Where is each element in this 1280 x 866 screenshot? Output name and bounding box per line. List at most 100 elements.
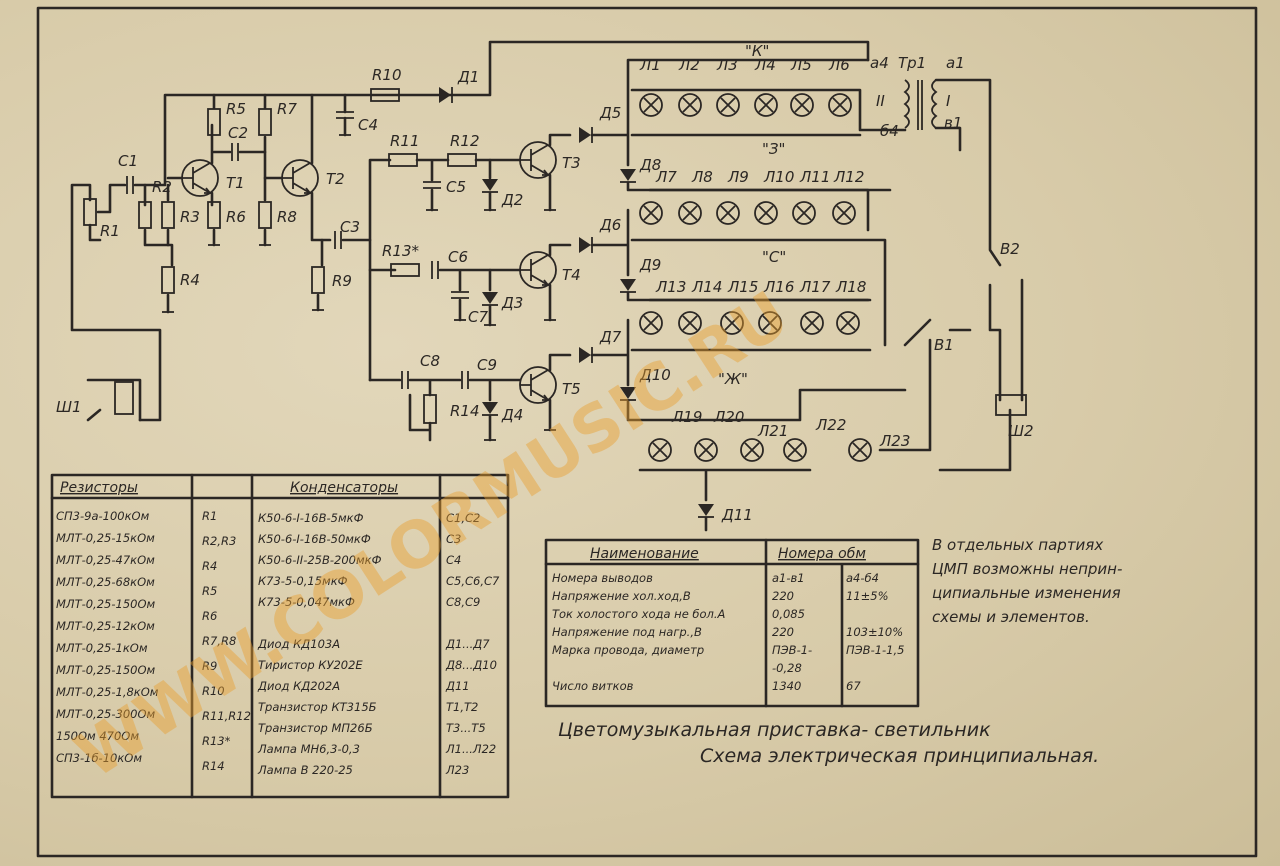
- transformer-table-cell: Марка провода, диаметр: [552, 643, 704, 657]
- label-r13: R13*: [382, 242, 420, 260]
- parts-table-cell: МЛТ-0,25-150Ом: [56, 597, 156, 611]
- label-c1: C1: [118, 152, 138, 170]
- parts-table-cell: R10: [202, 684, 225, 698]
- label-l9: Л9: [727, 168, 749, 186]
- label-l8: Л8: [691, 168, 713, 186]
- label-c9: C9: [477, 356, 497, 374]
- label-l3: Л3: [716, 56, 738, 74]
- transformer-table-cell: ПЭВ-1-1,5: [846, 643, 904, 657]
- transformer-table-cell: 11±5%: [846, 589, 889, 603]
- label-d4: Д4: [501, 406, 523, 424]
- parts-table-col1: СП3-9а-100кОмМЛТ-0,25-15кОмМЛТ-0,25-47кО…: [56, 509, 159, 765]
- label-r7: R7: [277, 100, 297, 118]
- component-labels: R1 R2 R3 R4 R5 R6 R7 R8 R9 R10 R11 R12 R…: [56, 42, 1034, 524]
- label-sh1: Ш1: [56, 398, 82, 416]
- transformer-table-cell: 103±10%: [846, 625, 903, 639]
- parts-table-cell: Д8...Д10: [445, 658, 497, 672]
- label-t2: T2: [326, 170, 345, 188]
- parts-table-cell: МЛТ-0,25-300Ом: [56, 707, 156, 721]
- transformer-table-cell: а1-в1: [772, 571, 805, 585]
- label-r12: R12: [450, 132, 480, 150]
- parts-table-col4: С1,С2С3С4С5,С6,С7С8,С9Д1...Д7Д8...Д10Д11…: [445, 511, 500, 777]
- transformer-table-cell: 67: [846, 679, 861, 693]
- parts-table-cell: С8,С9: [446, 595, 480, 609]
- lamp-row-z: [630, 188, 887, 347]
- note-line-4: схемы и элементов.: [932, 608, 1090, 626]
- transformer-table-cell: Номера выводов: [552, 571, 653, 585]
- label-l6: Л6: [828, 56, 850, 74]
- label-r9: R9: [332, 272, 352, 290]
- parts-table-cell: R14: [202, 759, 225, 773]
- label-c3: C3: [340, 218, 360, 236]
- transformer-table-cell: 1340: [772, 679, 801, 693]
- label-r1: R1: [100, 222, 120, 240]
- parts-table-cell: МЛТ-0,25-150Ом: [56, 663, 156, 677]
- label-l10: Л10: [763, 168, 794, 186]
- channel-3: [368, 318, 907, 442]
- label-l13: Л13: [655, 278, 686, 296]
- label-d11: Д11: [721, 506, 753, 524]
- label-c5: C5: [446, 178, 466, 196]
- transformer-table-header-name: Наименование: [590, 546, 699, 562]
- parts-table-cell: R13*: [202, 734, 231, 748]
- label-c8: C8: [420, 352, 440, 370]
- parts-table-cell: Д11: [445, 679, 470, 693]
- label-c6: C6: [448, 248, 468, 266]
- parts-table-cell: Л23: [445, 763, 469, 777]
- parts-table-cell: МЛТ-0,25-12кОм: [56, 619, 155, 633]
- label-l21: Л21: [757, 422, 788, 440]
- parts-table-cell: К50-6-I-16В-50мкФ: [258, 532, 371, 546]
- lamp-row-k: [630, 88, 907, 137]
- transformer-table-cell: Ток холостого хода не бол.А: [552, 607, 726, 621]
- transformer-table-cell: 220: [772, 625, 794, 639]
- parts-table-cell: С5,С6,С7: [446, 574, 500, 588]
- parts-table-cell: Тиристор КУ202Е: [258, 658, 363, 672]
- parts-table-cell: R6: [202, 609, 217, 623]
- parts-table-cell: МЛТ-0,25-15кОм: [56, 531, 155, 545]
- transformer-table-cell: Число витков: [552, 679, 634, 693]
- label-t3: T3: [562, 154, 581, 172]
- label-l2: Л2: [678, 56, 700, 74]
- note-line-2: ЦМП возможны неприн-: [932, 560, 1122, 578]
- label-d8: Д8: [639, 156, 661, 174]
- parts-table-cell: R11,R12: [202, 709, 251, 723]
- parts-table-cell: К73-5-0,047мкФ: [258, 595, 355, 609]
- transformer-table-cell: -0,28: [772, 661, 802, 675]
- parts-table-cell: Транзистор КТ315Б: [258, 700, 377, 714]
- label-r6: R6: [226, 208, 246, 226]
- label-l17: Л17: [799, 278, 831, 296]
- label-l5: Л5: [790, 56, 812, 74]
- note-line-1: В отдельных партиях: [932, 536, 1103, 554]
- label-winding-ii: II: [876, 92, 885, 110]
- parts-table-cell: МЛТ-0,25-47кОм: [56, 553, 155, 567]
- label-v2: В2: [1000, 240, 1020, 258]
- label-d6: Д6: [599, 216, 621, 234]
- parts-table-cell: Л1...Л22: [445, 742, 496, 756]
- parts-table-cell: СП3-9а-100кОм: [56, 509, 150, 523]
- label-r8: R8: [277, 208, 297, 226]
- label-l22: Л22: [815, 416, 846, 434]
- parts-table-cell: Лампа В 220-25: [257, 763, 353, 777]
- label-t5: T5: [562, 380, 581, 398]
- parts-table-cell: С4: [446, 553, 461, 567]
- channel-1: [368, 58, 892, 382]
- label-d9: Д9: [639, 256, 661, 274]
- parts-table-cell: МЛТ-0,25-1кОм: [56, 641, 148, 655]
- label-r14: R14: [450, 402, 480, 420]
- label-t1: T1: [226, 174, 245, 192]
- transformer-table-cell: 220: [772, 589, 794, 603]
- parts-table-cell: R7,R8: [202, 634, 236, 648]
- label-d10: Д10: [639, 366, 671, 384]
- caption-subtitle: Схема электрическая принципиальная.: [700, 745, 1099, 767]
- transformer-table-cell: Напряжение под нагр.,В: [552, 625, 702, 639]
- label-l16: Л16: [763, 278, 794, 296]
- label-a4: а4: [870, 54, 889, 72]
- parts-table-cell: К50-6-II-25В-200мкФ: [258, 553, 382, 567]
- lamp-row-s: [630, 298, 872, 352]
- parts-table-cell: Д1...Д7: [445, 637, 490, 651]
- transformer-table-cell: а4-б4: [846, 571, 879, 585]
- parts-table-cell: С1,С2: [446, 511, 480, 525]
